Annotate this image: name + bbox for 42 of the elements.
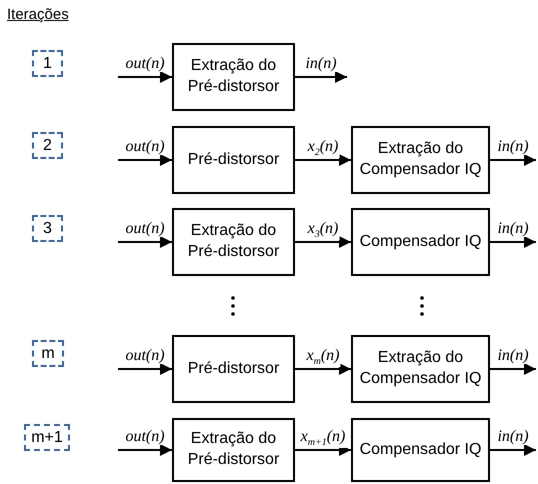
process-box: Pré-distorsor — [172, 126, 295, 194]
arrow — [295, 154, 351, 166]
process-box: Extração do Pré-distorsor — [172, 418, 295, 482]
edge-label: x$_{m}$(n) — [306, 348, 340, 368]
arrow — [490, 154, 536, 166]
edge-label: x$_{m+1}$(n) — [300, 429, 346, 448]
process-box: Compensador IQ — [351, 208, 490, 276]
edge-label: out(n) — [124, 139, 166, 155]
arrow — [295, 71, 347, 83]
arrow — [490, 444, 536, 456]
arrow — [118, 71, 172, 83]
arrow — [118, 363, 172, 375]
arrow — [490, 236, 536, 248]
arrow — [118, 154, 172, 166]
edge-label: out(n) — [124, 429, 166, 445]
edge-label: in(n) — [496, 429, 530, 445]
iteration-number-box: 3 — [32, 215, 63, 242]
arrow — [118, 236, 172, 248]
arrow — [490, 363, 536, 375]
edge-label: x$_{3}$(n) — [306, 221, 340, 240]
iteration-number-box: 2 — [32, 132, 63, 159]
edge-label: out(n) — [124, 348, 166, 364]
process-box: Pré-distorsor — [172, 335, 295, 403]
process-box: Extração do Pré-distorsor — [172, 43, 295, 111]
arrow — [295, 236, 351, 248]
edge-label: out(n) — [124, 56, 166, 72]
arrow — [295, 363, 351, 375]
edge-label: in(n) — [304, 56, 338, 72]
edge-label: in(n) — [496, 221, 530, 237]
edge-label: in(n) — [496, 348, 530, 364]
arrow — [118, 444, 172, 456]
edge-label: out(n) — [124, 221, 166, 237]
edge-label: in(n) — [496, 139, 530, 155]
process-box: Extração do Pré-distorsor — [172, 208, 295, 276]
diagram-title: Iterações — [7, 6, 69, 23]
iteration-number-box: 1 — [32, 50, 63, 77]
process-box: Compensador IQ — [351, 418, 490, 482]
edge-label: x$_{2}$(n) — [306, 139, 340, 158]
process-box: Extração do Compensador IQ — [351, 335, 490, 403]
process-box: Extração do Compensador IQ — [351, 126, 490, 194]
iteration-number-box: m — [32, 340, 64, 367]
iteration-number-box: m+1 — [24, 424, 70, 451]
